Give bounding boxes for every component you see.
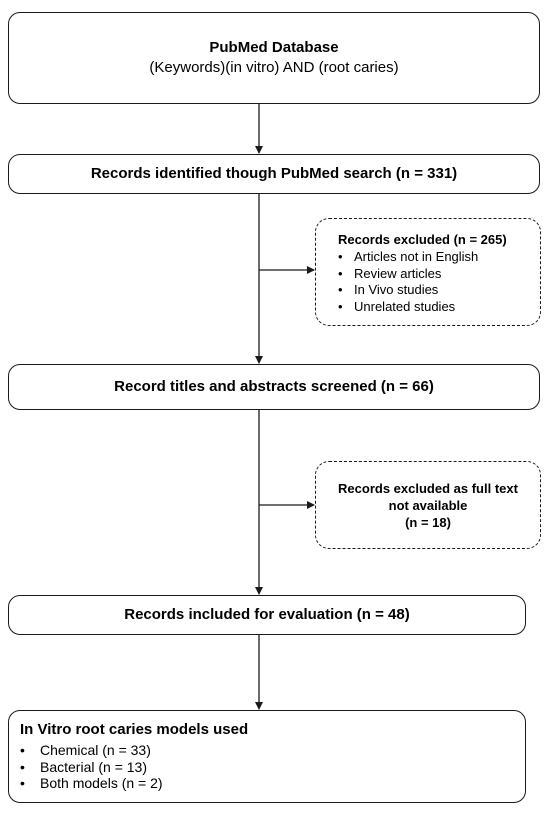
- models-item: Both models (n = 2): [20, 775, 525, 792]
- excluded-2-line-3: (n = 18): [405, 514, 451, 530]
- excluded-box-1: Records excluded (n = 265) Articles not …: [315, 218, 541, 326]
- excluded-1-item: Review articles: [338, 266, 540, 283]
- screened-label: Record titles and abstracts screened (n …: [114, 378, 434, 395]
- models-item: Chemical (n = 33): [20, 742, 525, 759]
- excluded-2-line-2: not available: [388, 497, 468, 513]
- excluded-box-2: Records excluded as full text not availa…: [315, 461, 541, 549]
- models-title: In Vitro root caries models used: [20, 721, 249, 738]
- screened-box: Record titles and abstracts screened (n …: [8, 364, 540, 410]
- identified-box: Records identified though PubMed search …: [8, 154, 540, 194]
- excluded-1-list: Articles not in English Review articles …: [338, 249, 540, 315]
- identified-label: Records identified though PubMed search …: [90, 165, 458, 182]
- excluded-2-line-1: Records excluded as full text: [338, 480, 518, 496]
- excluded-1-item: In Vivo studies: [338, 282, 540, 299]
- models-box: In Vitro root caries models used Chemica…: [8, 710, 526, 803]
- database-query: (Keywords)(in vitro) AND (root caries): [149, 59, 399, 76]
- excluded-1-title: Records excluded (n = 265): [338, 232, 507, 247]
- database-box: PubMed Database (Keywords)(in vitro) AND…: [8, 12, 540, 104]
- models-list: Chemical (n = 33) Bacterial (n = 13) Bot…: [20, 742, 525, 792]
- excluded-1-item: Unrelated studies: [338, 299, 540, 316]
- included-label: Records included for evaluation (n = 48): [124, 606, 410, 623]
- excluded-1-item: Articles not in English: [338, 249, 540, 266]
- models-item: Bacterial (n = 13): [20, 759, 525, 776]
- database-title: PubMed Database: [209, 39, 339, 56]
- included-box: Records included for evaluation (n = 48): [8, 595, 526, 635]
